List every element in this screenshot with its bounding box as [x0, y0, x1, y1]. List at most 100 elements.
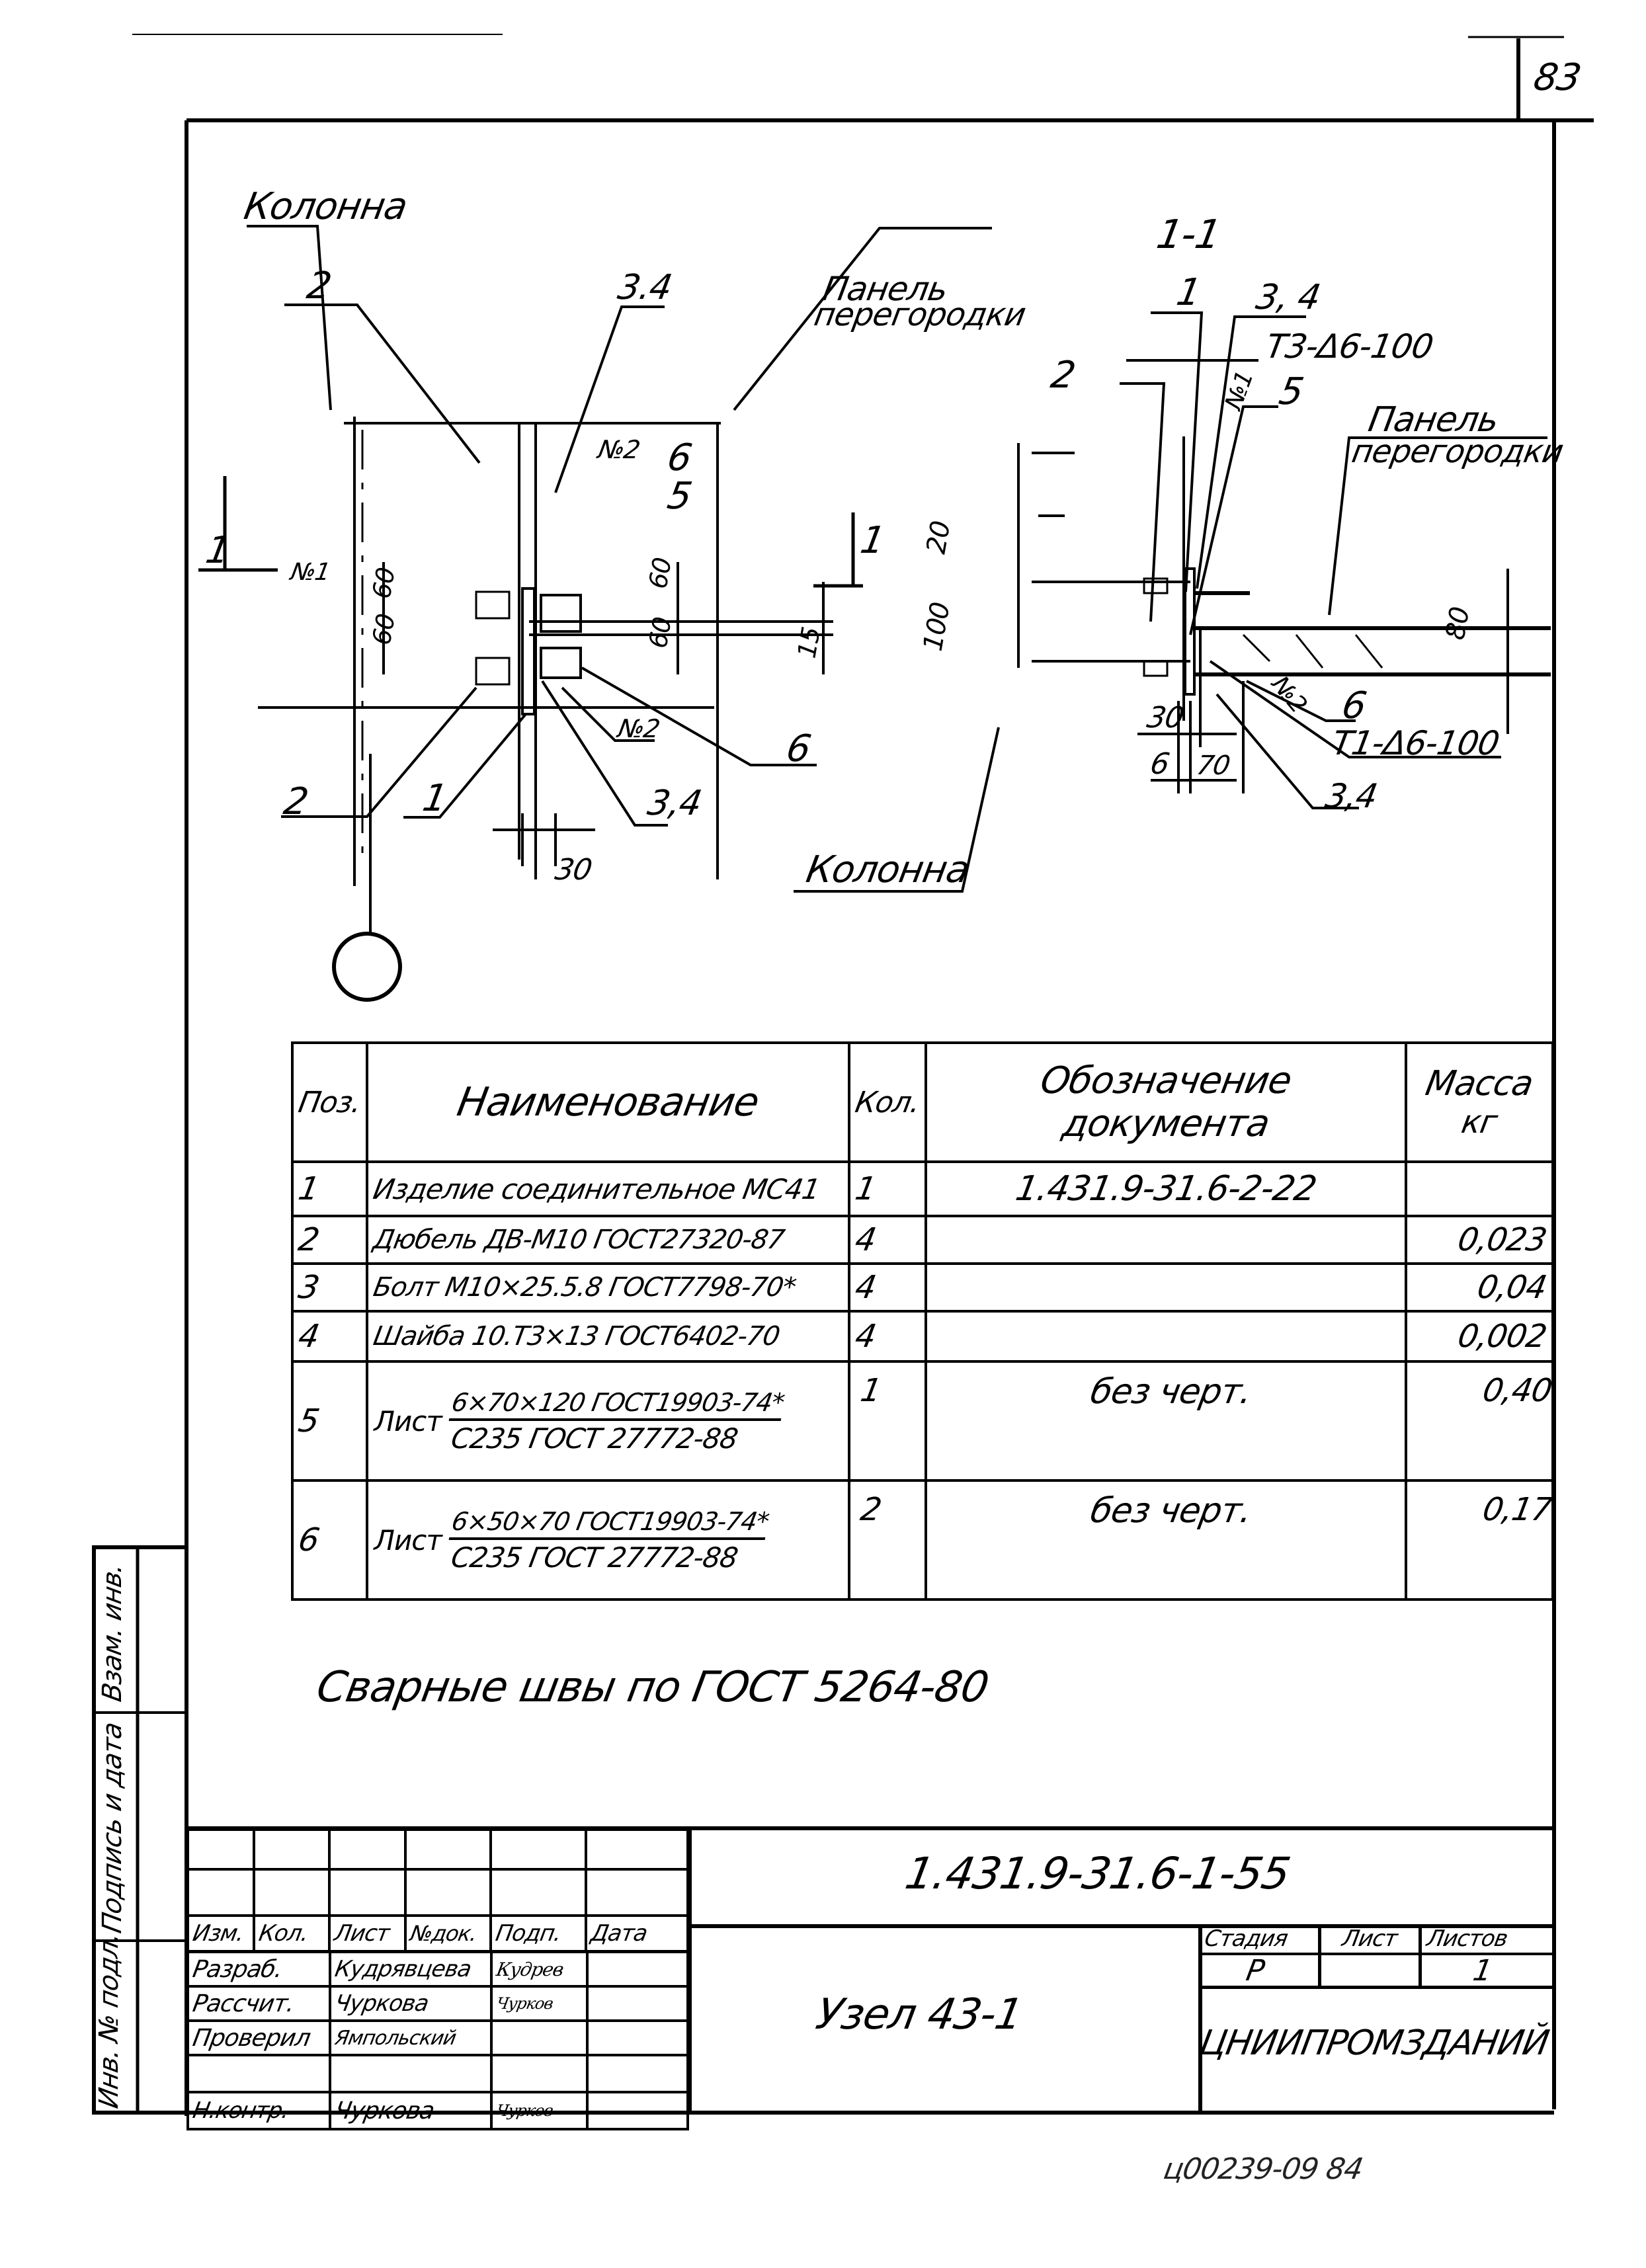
archive-stamp: ц00239-09 84	[1161, 2152, 1366, 2186]
signature-row	[186, 2054, 690, 2093]
callout-weld-2-bottom: №2	[616, 714, 662, 743]
role-developer: Разраб.	[185, 1952, 333, 1986]
table-row: 6 Лист 6×50×70 ГОСТ19903-74* С235 ГОСТ 2…	[282, 1479, 1563, 1601]
drawing-title: Узел 43-1	[812, 1990, 1026, 2039]
row1-doc: 1.431.9-31.6-2-22	[921, 1162, 1411, 1216]
row5-pos: 5	[282, 1361, 378, 1480]
sign-developer: Кудрев	[488, 1952, 591, 1986]
sec-weld-top: Т3-Δ6-100	[1262, 327, 1436, 366]
dim-60-d: 60	[643, 615, 677, 651]
sec-dim-80: 80	[1440, 604, 1476, 643]
dim-60-b: 60	[366, 612, 401, 647]
row5-name-den: С235 ГОСТ 27772-88	[448, 1422, 741, 1455]
name-developer: Кудрявцева	[326, 1952, 495, 1986]
row4-mass: 0,002	[1401, 1311, 1557, 1361]
row5-name-fraction: 6×70×120 ГОСТ19903-74* С235 ГОСТ 27772-8…	[448, 1387, 787, 1455]
page-number: 83	[1530, 56, 1584, 99]
header-mass: Масса кг	[1405, 1041, 1554, 1163]
spec-table: Поз. Наименование Кол. Обозначение докум…	[282, 1041, 1563, 1601]
row5-name-prefix: Лист	[374, 1404, 442, 1438]
row6-name-fraction: 6×50×70 ГОСТ19903-74* С235 ГОСТ 27772-88	[448, 1506, 771, 1574]
tb-divider-h3	[1198, 1986, 1554, 1989]
callout-weld-2-top: №2	[596, 435, 642, 464]
dim-15: 15	[792, 625, 826, 661]
side-stamp-sign-date: Подпись и дата	[97, 1720, 128, 1936]
side-stamp-replace-inv: Взам. инв.	[97, 1561, 128, 1705]
row6-doc: без черт.	[915, 1480, 1417, 1600]
header-doc-line2: документа	[1059, 1102, 1273, 1145]
header-doc-line1: Обозначение	[1037, 1059, 1295, 1102]
callout-3-4-bottom: 3,4	[644, 784, 704, 823]
sec-dim-70: 70	[1194, 750, 1232, 781]
row6-name: Лист 6×50×70 ГОСТ19903-74* С235 ГОСТ 277…	[366, 1479, 851, 1601]
signature-grid: Разраб. Кудрявцева Кудрев Рассчит. Чурко…	[185, 1951, 690, 2130]
row2-doc	[925, 1215, 1408, 1265]
tb-divider-h1	[688, 1924, 1554, 1928]
tb-divider-v2	[1198, 1924, 1202, 2113]
hdr-ndok: №док.	[401, 1916, 495, 1951]
sign-norm-control: Чурков	[488, 2092, 591, 2129]
row5-name-num: 6×70×120 ГОСТ19903-74*	[448, 1387, 787, 1421]
header-name: Наименование	[356, 1043, 860, 1162]
name-checked: Ямпольский	[326, 2021, 495, 2055]
row2-mass: 0,023	[1402, 1216, 1557, 1264]
row2-pos: 2	[288, 1216, 372, 1264]
row4-doc	[925, 1310, 1408, 1363]
table-row: 1 Изделие соединительное МС41 1 1.431.9-…	[287, 1162, 1558, 1216]
row6-mass: 0,17	[1395, 1480, 1563, 1600]
tb-divider-h2	[1198, 1953, 1554, 1955]
weld-note: Сварные швы по ГОСТ 5264-80	[313, 1663, 992, 1712]
row3-name: Болт М10×25.5.8 ГОСТ7798-70*	[363, 1264, 854, 1311]
hdr-list: Лист	[326, 1916, 409, 1951]
tb-divider-v4	[1419, 1924, 1422, 1987]
row6-name-prefix: Лист	[374, 1523, 442, 1557]
row2-qty: 4	[844, 1216, 930, 1264]
row6-name-den: С235 ГОСТ 27772-88	[448, 1541, 741, 1574]
spec-header-row: Поз. Наименование Кол. Обозначение докум…	[282, 1041, 1554, 1163]
sheet-label: Лист	[1340, 1925, 1399, 1952]
hdr-kol: Кол.	[251, 1916, 333, 1951]
organization: ЦНИИПРОМЗДАНИЙ	[1196, 2023, 1552, 2063]
sign-checked	[490, 2019, 589, 2056]
row4-qty: 4	[844, 1311, 931, 1361]
hdr-podp: Подп.	[487, 1916, 590, 1951]
row3-mass: 0,04	[1402, 1264, 1557, 1311]
signature-row: Н.контр. Чуркова Чурков	[185, 2091, 690, 2130]
header-doc: Обозначение документа	[925, 1041, 1408, 1163]
hdr-data: Дата	[583, 1916, 691, 1951]
row5-name: Лист 6×70×120 ГОСТ19903-74* С235 ГОСТ 27…	[366, 1360, 851, 1482]
sheets-label: Листов	[1424, 1925, 1510, 1952]
name-norm-control: Чуркова	[326, 2092, 495, 2129]
revision-header-row: Изм. Кол. Лист №док. Подп. Дата	[185, 1916, 691, 1951]
callout-3-4-top: 3.4	[614, 268, 675, 307]
sec-label-panel-line2: перегородки	[1349, 433, 1566, 470]
dim-60-a: 60	[366, 565, 401, 601]
role-checked: Проверил	[185, 2021, 333, 2055]
signature-row: Проверил Ямпольский	[185, 2019, 690, 2056]
hdr-izm: Изм.	[185, 1916, 257, 1951]
row4-pos: 4	[288, 1311, 372, 1361]
row6-name-num: 6×50×70 ГОСТ19903-74*	[448, 1506, 771, 1540]
row5-doc: без черт.	[915, 1361, 1417, 1480]
designation: 1.431.9-31.6-1-55	[901, 1848, 1294, 1899]
sec-dim-20: 20	[921, 518, 957, 557]
row1-qty: 1	[844, 1162, 931, 1216]
signature-row: Рассчит. Чуркова Чурков	[185, 1985, 690, 2022]
row1-name: Изделие соединительное МС41	[362, 1162, 854, 1216]
sec-dim-30: 30	[1144, 701, 1186, 735]
sign-calculated: Чурков	[488, 1986, 591, 2021]
sec-callout-3-4-top: 3, 4	[1253, 278, 1323, 317]
table-row: 2 Дюбель ДВ-М10 ГОСТ27320-87 4 0,023	[288, 1215, 1557, 1265]
sec-weld-bottom: Т1-Δ6-100	[1329, 724, 1502, 762]
name-calculated: Чуркова	[326, 1986, 495, 2021]
header-mass-line2: кг	[1459, 1104, 1501, 1141]
stage-label: Стадия	[1202, 1925, 1290, 1952]
row1-pos: 1	[287, 1162, 372, 1216]
label-column-bottom: Колонна	[803, 848, 973, 891]
tb-divider-v1	[688, 1828, 692, 2113]
row5-mass: 0,40	[1395, 1361, 1563, 1480]
row6-pos: 6	[282, 1480, 378, 1600]
revision-grid: Изм. Кол. Лист №док. Подп. Дата	[185, 1828, 691, 1953]
section-title: 1-1	[1153, 212, 1225, 258]
